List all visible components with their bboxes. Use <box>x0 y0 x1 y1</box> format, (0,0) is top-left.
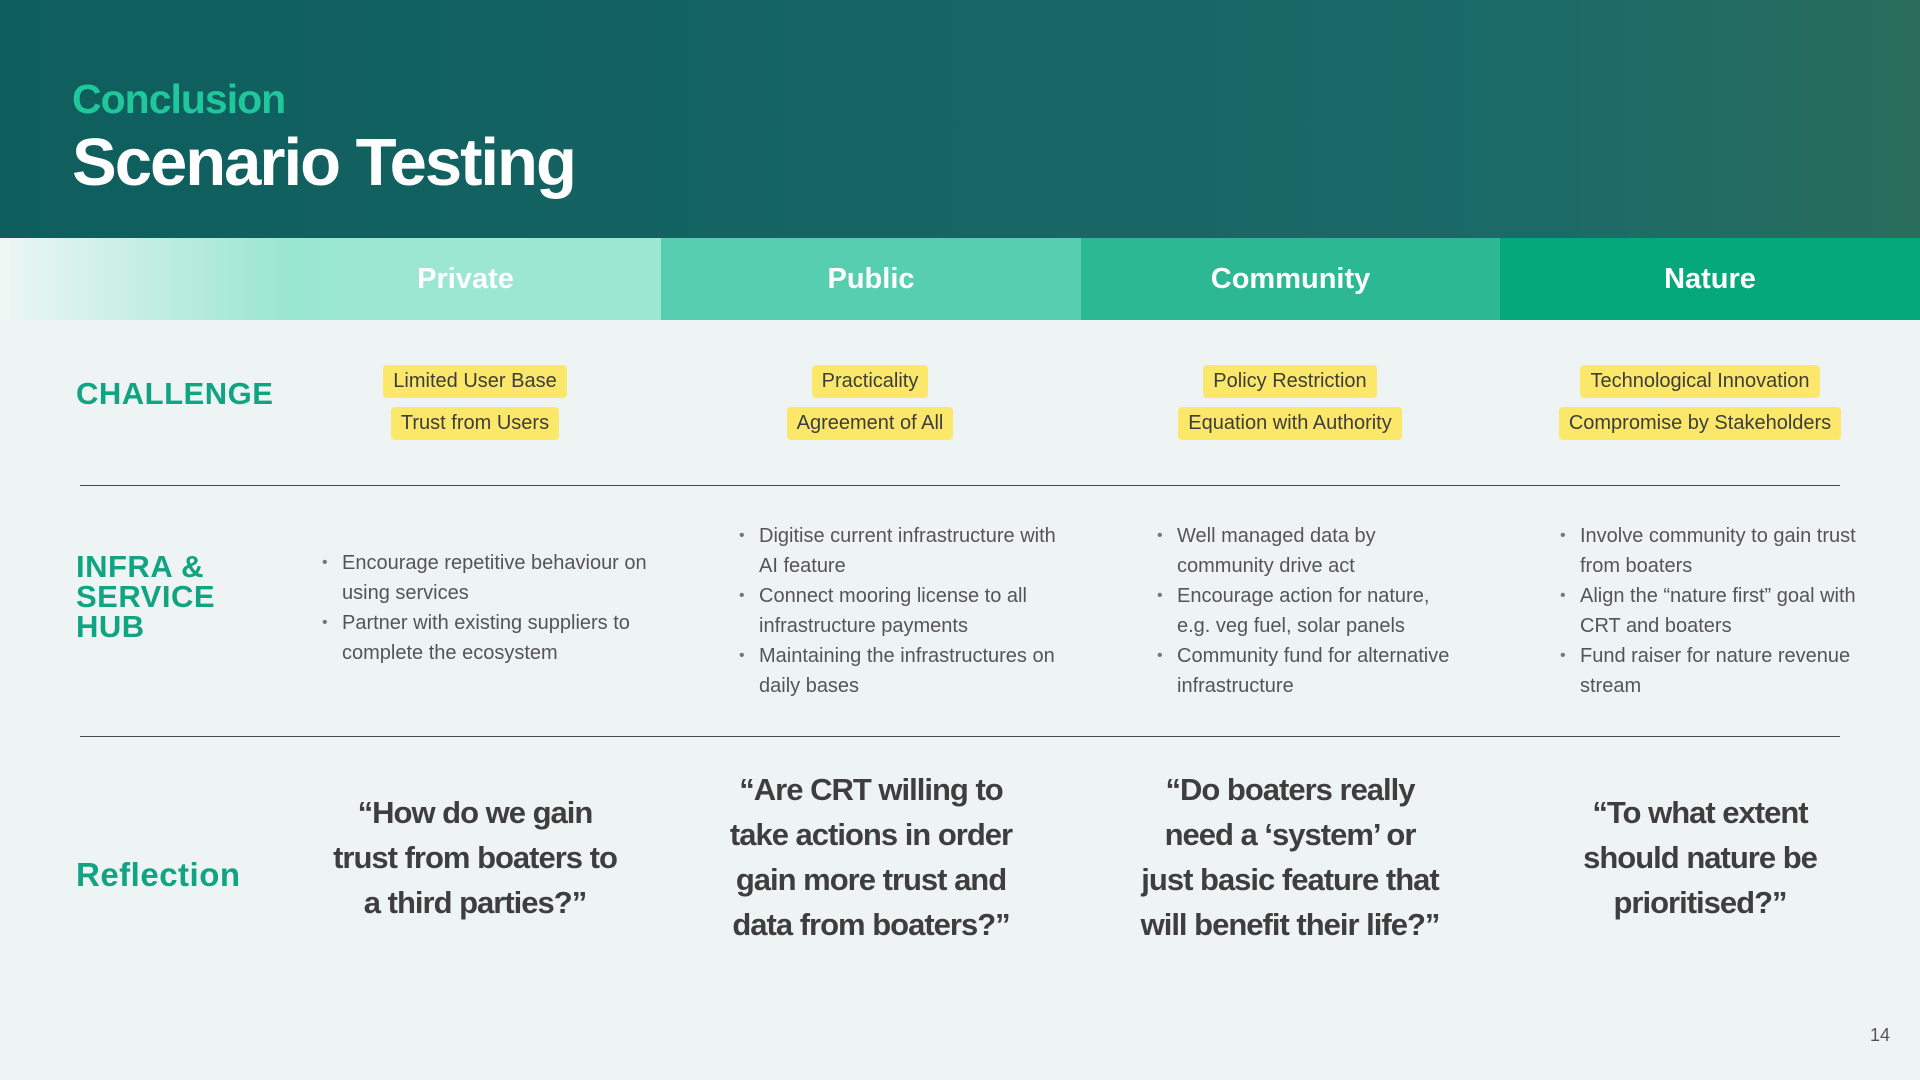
column-header-private: Private <box>417 262 514 295</box>
challenge-tag: Technological Innovation <box>1580 365 1820 398</box>
column-header-community: Community <box>1081 238 1500 320</box>
row-label-challenge: CHALLENGE <box>76 376 274 411</box>
challenge-tags-community: Policy Restriction Equation with Authori… <box>1150 365 1430 440</box>
infra-item: Maintaining the infrastructures on daily… <box>739 641 1059 701</box>
row-label-infra-line: SERVICE <box>76 579 216 614</box>
infra-item: Fund raiser for nature revenue stream <box>1560 641 1860 701</box>
challenge-tag: Trust from Users <box>390 407 560 440</box>
infra-list-community: Well managed data by community drive act… <box>1157 521 1467 701</box>
challenge-tag: Compromise by Stakeholders <box>1558 407 1842 440</box>
reflection-quote-nature: “To what extent should nature be priorit… <box>1583 795 1818 920</box>
header-banner: Conclusion Scenario Testing <box>0 0 1920 238</box>
infra-item: Connect mooring license to all infrastru… <box>739 581 1059 641</box>
reflection-quote-public: “Are CRT willing to take actions in orde… <box>729 772 1013 942</box>
challenge-tag: Equation with Authority <box>1178 407 1402 440</box>
row-divider <box>80 485 1840 486</box>
infra-item: Align the “nature first” goal with CRT a… <box>1560 581 1860 641</box>
challenge-tags-nature: Technological Innovation Compromise by S… <box>1540 365 1860 440</box>
column-private-bg <box>340 238 661 320</box>
reflection-quote-community: “Do boaters really need a ‘system’ or ju… <box>1140 772 1441 942</box>
challenge-tag: Agreement of All <box>786 407 954 440</box>
row-label-reflection: Reflection <box>76 856 241 893</box>
infra-item: Encourage action for nature, e.g. veg fu… <box>1157 581 1467 641</box>
infra-item: Involve community to gain trust from boa… <box>1560 521 1860 581</box>
infra-item: Partner with existing suppliers to compl… <box>322 608 652 668</box>
infra-item: Digitise current infrastructure with AI … <box>739 521 1059 581</box>
row-label-infra-line: HUB <box>76 609 145 644</box>
infra-list-public: Digitise current infrastructure with AI … <box>739 521 1059 701</box>
challenge-tag: Practicality <box>811 365 929 398</box>
challenge-tags-public: Practicality Agreement of All <box>740 365 1000 440</box>
challenge-tag: Policy Restriction <box>1203 365 1377 398</box>
challenge-tag: Limited User Base <box>383 365 567 398</box>
column-header-bar: Private Public Community Nature <box>0 238 1920 320</box>
infra-list-private: Encourage repetitive behaviour on using … <box>322 548 652 668</box>
page-number: 14 <box>1870 1025 1891 1045</box>
column-header-public: Public <box>661 238 1081 320</box>
section-kicker: Conclusion <box>72 76 286 122</box>
infra-item: Well managed data by community drive act <box>1157 521 1467 581</box>
infra-item: Community fund for alternative infrastru… <box>1157 641 1467 701</box>
column-fade <box>0 238 340 320</box>
column-header-nature: Nature <box>1500 238 1920 320</box>
row-label-infra: INFRA & SERVICE HUB <box>76 549 276 644</box>
reflection-quote-private: “How do we gain trust from boaters to a … <box>333 795 618 920</box>
slide-title: Scenario Testing <box>72 125 577 200</box>
row-divider <box>80 736 1840 737</box>
row-label-infra-line: INFRA & <box>76 549 205 584</box>
infra-item: Encourage repetitive behaviour on using … <box>322 548 652 608</box>
infra-list-nature: Involve community to gain trust from boa… <box>1560 521 1860 701</box>
challenge-tags-private: Limited User Base Trust from Users <box>330 365 620 440</box>
